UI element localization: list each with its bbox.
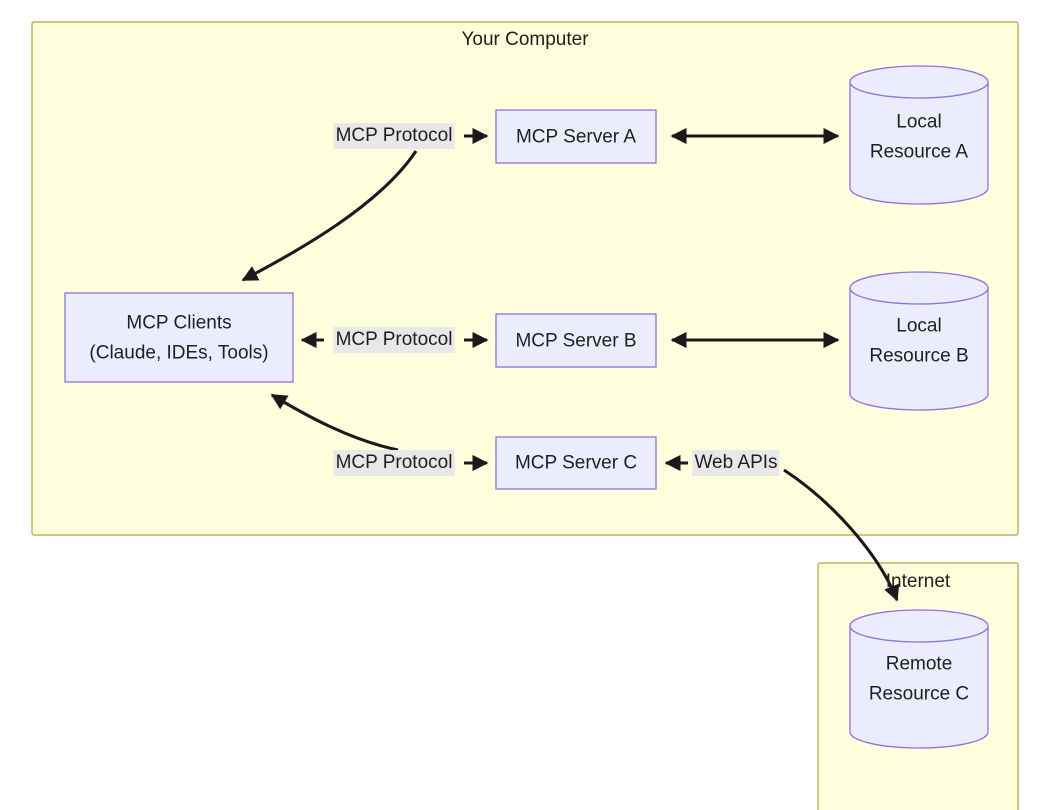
node-label-remote-resource-c-line2: Resource C <box>868 683 970 705</box>
node-mcp-server-c[interactable] <box>495 436 657 490</box>
node-label-mcp-server-c: MCP Server C <box>515 454 637 473</box>
node-label-local-resource-a-line1: Local <box>896 111 942 133</box>
node-label-local-resource-b: Local Resource B <box>869 317 968 366</box>
node-label-remote-resource-c-line1: Remote <box>885 653 953 675</box>
node-label-remote-resource-c: Remote Resource C <box>869 655 969 704</box>
node-label-mcp-clients: MCP Clients (Claude, IDEs, Tools) <box>89 314 268 363</box>
node-mcp-server-a[interactable] <box>495 109 657 164</box>
edge-server-a-to-clients-curve <box>241 150 418 282</box>
cluster-title-internet: Internet <box>885 571 951 592</box>
node-label-mcp-server-a: MCP Server A <box>516 128 636 147</box>
node-remote-resource-c[interactable] <box>849 609 989 749</box>
edge-label-mcp-protocol-a: MCP Protocol <box>333 123 455 149</box>
node-local-resource-a[interactable] <box>849 65 989 205</box>
node-label-mcp-server-a-line1: MCP Server A <box>515 126 637 148</box>
node-mcp-clients[interactable] <box>64 292 294 383</box>
node-label-local-resource-b-line2: Resource B <box>869 345 969 367</box>
edge-server-c-to-clients-curve <box>270 393 399 452</box>
edge-webapis-to-remote-resource-c <box>783 468 900 602</box>
cluster-title-your-computer: Your Computer <box>461 29 589 50</box>
node-label-mcp-server-b: MCP Server B <box>515 332 636 351</box>
node-mcp-server-b[interactable] <box>495 313 657 368</box>
node-label-local-resource-a-line2: Resource A <box>869 141 969 163</box>
edge-label-mcp-protocol-b: MCP Protocol <box>333 327 455 353</box>
node-label-local-resource-b-line1: Local <box>896 315 942 337</box>
node-label-mcp-server-c-line1: MCP Server C <box>514 452 638 474</box>
node-label-local-resource-a: Local Resource A <box>870 113 968 162</box>
node-label-mcp-clients-line2: (Claude, IDEs, Tools) <box>89 342 269 364</box>
node-local-resource-b[interactable] <box>849 271 989 411</box>
node-label-mcp-clients-line1: MCP Clients <box>126 312 232 334</box>
node-label-mcp-server-b-line1: MCP Server B <box>515 330 637 352</box>
edge-label-web-apis: Web APIs <box>692 450 780 476</box>
edge-label-mcp-protocol-c: MCP Protocol <box>333 450 455 476</box>
